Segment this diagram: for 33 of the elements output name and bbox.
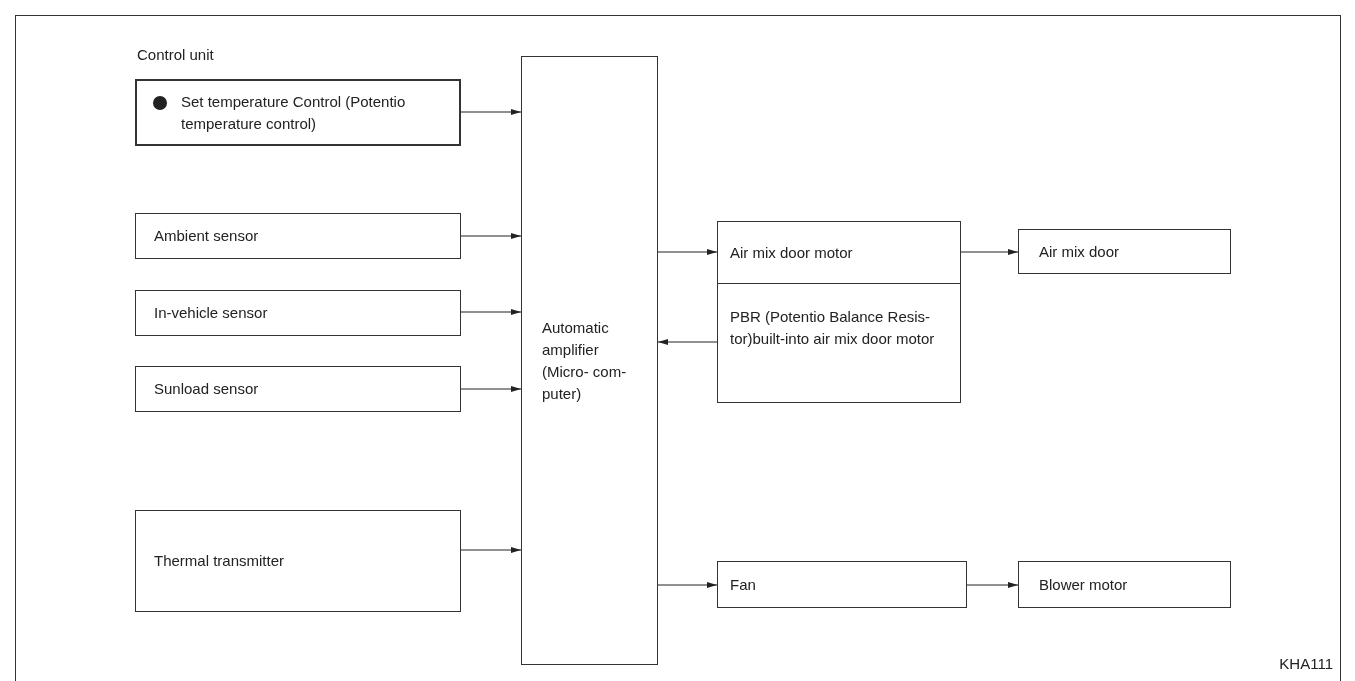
block-box bbox=[717, 283, 961, 403]
box-label: Air mix door bbox=[1039, 241, 1120, 262]
group-heading: Control unit bbox=[137, 45, 214, 65]
arrow bbox=[460, 309, 522, 315]
box-label: In-vehicle sensor bbox=[154, 303, 268, 323]
arrow bbox=[460, 233, 522, 239]
arrow bbox=[657, 339, 718, 345]
block-box bbox=[717, 561, 967, 608]
arrow bbox=[966, 582, 1019, 588]
block-box bbox=[135, 290, 461, 336]
arrow bbox=[960, 249, 1019, 255]
box-label: PBR (Potentio Balance Resis- tor)built-into air mix door motor bbox=[730, 307, 936, 349]
block-box bbox=[1018, 229, 1231, 274]
arrow bbox=[657, 249, 718, 255]
block-box bbox=[135, 213, 461, 259]
block-box bbox=[521, 56, 658, 665]
arrow bbox=[460, 547, 522, 553]
box-label: Thermal transmitter bbox=[154, 551, 285, 571]
figure-code: KHA111 bbox=[1279, 654, 1333, 674]
box-label: Blower motor bbox=[1039, 574, 1128, 595]
box-label: Set temperature Control (Potentio temperature control) bbox=[181, 91, 407, 134]
box-label: Ambient sensor bbox=[154, 226, 259, 246]
block-box bbox=[135, 510, 461, 612]
box-label: Automatic amplifier (Micro- com- puter) bbox=[542, 317, 628, 404]
box-label: Sunload sensor bbox=[154, 379, 259, 399]
box-label: Fan bbox=[730, 574, 756, 595]
arrow bbox=[657, 582, 718, 588]
box-label: Air mix door motor bbox=[730, 242, 853, 263]
arrow bbox=[460, 109, 522, 115]
block-box bbox=[1018, 561, 1231, 608]
arrow bbox=[460, 386, 522, 392]
block-box bbox=[135, 366, 461, 412]
block-box bbox=[717, 221, 961, 284]
